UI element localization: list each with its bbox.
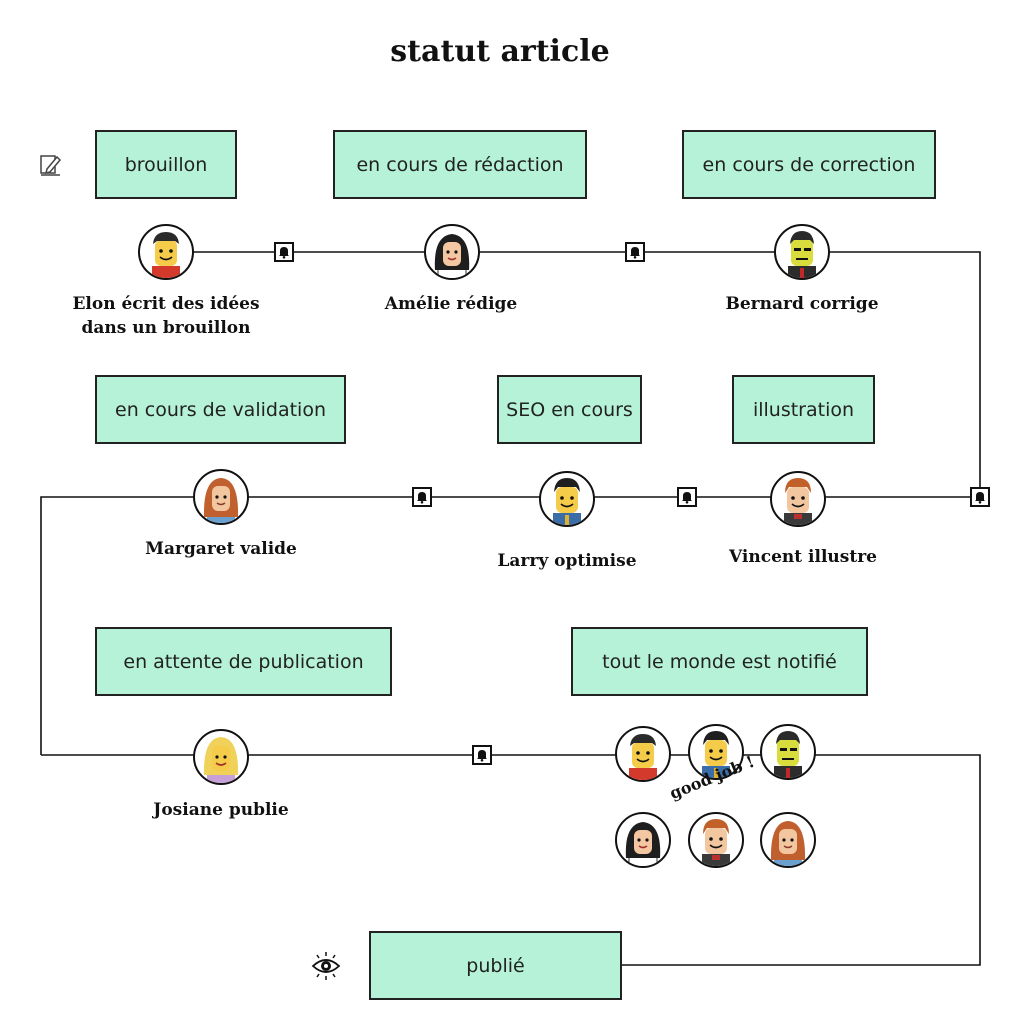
caption-elon: Elon écrit des idées dans un brouillon xyxy=(60,292,272,340)
stage-validation: en cours de validation xyxy=(95,375,346,444)
avatar-group-elon xyxy=(615,726,671,782)
stage-correction: en cours de correction xyxy=(682,130,936,199)
bell-icon xyxy=(274,242,294,262)
avatar-margaret xyxy=(193,469,249,525)
caption-elon-line2: dans un brouillon xyxy=(81,318,251,338)
avatar-group-larry xyxy=(688,724,744,780)
caption-elon-line1: Elon écrit des idées xyxy=(72,294,260,314)
avatar-amelie xyxy=(424,224,480,280)
avatar-larry xyxy=(539,471,595,527)
bell-icon xyxy=(677,487,697,507)
diagram-title: statut article xyxy=(390,34,610,69)
bell-icon xyxy=(970,487,990,507)
edit-icon xyxy=(40,155,62,176)
avatar-group-vincent xyxy=(688,812,744,868)
avatar-bernard xyxy=(774,224,830,280)
caption-larry: Larry optimise xyxy=(497,551,637,571)
bell-icon xyxy=(412,487,432,507)
connector-row-2 xyxy=(40,496,980,755)
avatar-group-amelie xyxy=(615,812,671,868)
stage-redaction: en cours de rédaction xyxy=(333,130,587,199)
caption-amelie: Amélie rédige xyxy=(384,294,518,314)
stage-seo: SEO en cours xyxy=(497,375,642,444)
bell-icon xyxy=(472,745,492,765)
caption-vincent: Vincent illustre xyxy=(729,547,877,567)
stage-notifie: tout le monde est notifié xyxy=(571,627,868,696)
avatar-group-bernard xyxy=(760,724,816,780)
caption-bernard: Bernard corrige xyxy=(725,294,879,314)
bell-icon xyxy=(625,242,645,262)
eye-icon xyxy=(311,952,341,980)
avatar-vincent xyxy=(770,471,826,527)
avatar-group-margaret xyxy=(760,812,816,868)
caption-josiane: Josiane publie xyxy=(153,800,289,820)
avatar-elon xyxy=(138,224,194,280)
stage-attente: en attente de publication xyxy=(95,627,392,696)
stage-brouillon: brouillon xyxy=(95,130,237,199)
stage-illustration: illustration xyxy=(732,375,875,444)
connector-row-1 xyxy=(166,251,981,497)
stage-publie: publié xyxy=(369,931,622,1000)
avatar-josiane xyxy=(193,729,249,785)
caption-margaret: Margaret valide xyxy=(145,539,297,559)
connector-row-3 xyxy=(41,754,981,966)
